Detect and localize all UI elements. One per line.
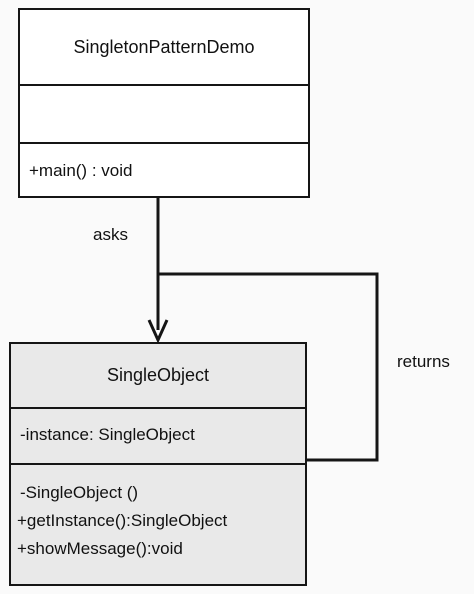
operations-compartment: -SingleObject () +getInstance():SingleOb… bbox=[11, 463, 305, 584]
asks-arrowhead-icon bbox=[147, 319, 169, 344]
class-name: SingletonPatternDemo bbox=[73, 36, 255, 57]
returns-label: returns bbox=[397, 352, 450, 371]
asks-label: asks bbox=[93, 225, 128, 244]
returns-connector-line bbox=[158, 272, 379, 462]
attributes-compartment bbox=[20, 84, 308, 142]
singleton-pattern-demo-class: SingletonPatternDemo +main() : void bbox=[18, 8, 310, 198]
operations-compartment: +main() : void bbox=[20, 142, 308, 196]
class-name: SingleObject bbox=[106, 365, 210, 385]
operation-main: +main() : void bbox=[29, 161, 133, 180]
attributes-compartment: -instance: SingleObject bbox=[11, 407, 305, 463]
single-object-class: SingleObject -instance: SingleObject -Si… bbox=[9, 342, 307, 586]
operation-get-instance: +getInstance():SingleObject bbox=[17, 511, 228, 530]
operation-show-message: +showMessage():void bbox=[17, 539, 183, 558]
operation-constructor: -SingleObject () bbox=[20, 483, 139, 502]
attribute-instance: -instance: SingleObject bbox=[20, 425, 195, 444]
